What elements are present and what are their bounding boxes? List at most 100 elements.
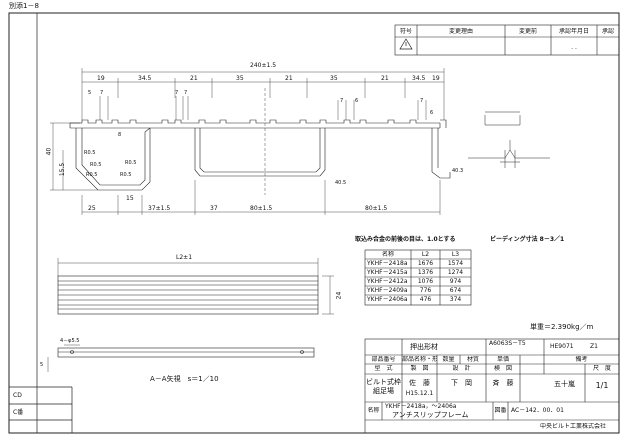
tb-designer: 下 岡 [451, 379, 472, 387]
top-dim-9: 19 [432, 75, 440, 82]
tb-name-title: アンチスリップフレーム [392, 411, 469, 419]
tb-scale-value: 1/1 [595, 382, 609, 390]
small-dim-8: 6 [355, 98, 359, 104]
bottom-dim-6: 80±1.5 [365, 205, 388, 212]
tb-model-value: ビルト式枠組足場 [366, 378, 401, 395]
radius-label-4: R0.5 [120, 172, 132, 178]
note-left: 取込み合金の前後の目は、1.0とする [355, 236, 456, 243]
size-row-5-name: YKHF－2406a [367, 296, 408, 303]
size-header-l3: L3 [451, 251, 460, 258]
left-dim-40: 40 [45, 147, 53, 156]
tb-checker: 斉 藤 [492, 379, 514, 387]
top-dim-2: 34.5 [138, 75, 152, 82]
tb-alloy: A6063S－T5 [489, 340, 526, 347]
small-dim-7: 6 [430, 110, 434, 116]
unit-weight: 単重＝2.390kg／m [530, 323, 594, 331]
top-dim-1: 19 [97, 75, 105, 82]
tb-material-type: 押出形材 [410, 343, 438, 351]
tb-material-label: 材質 [466, 356, 479, 363]
small-dim-11: 8 [118, 132, 122, 138]
bead-detail [468, 111, 550, 168]
tb-scale-label: 尺 度 [592, 365, 611, 372]
top-dim-3: 21 [190, 75, 198, 82]
rev-header-reason: 変更理由 [448, 28, 473, 35]
size-row-5-l3: 374 [449, 296, 462, 303]
size-row-1-l3: 1574 [447, 260, 464, 267]
aa-view [47, 344, 315, 372]
cd-label: CD [13, 392, 22, 399]
small-dim-6: 7 [420, 98, 424, 104]
aa-caption: A－A矢視 s＝1／10 [150, 375, 219, 383]
top-dim-4: 35 [236, 75, 244, 82]
tb-name-range: YKHF－2418a，～2406a [385, 403, 457, 410]
aa-edge-dim: 5 [40, 362, 44, 368]
tb-price-label: 単価 [496, 356, 509, 363]
tb-company: 中央ビルト工業株式会社 [540, 423, 607, 430]
size-row-3-name: YKHF－2412a [367, 278, 408, 285]
top-dim-6: 35 [330, 75, 338, 82]
tb-design-label: 設 計 [452, 365, 471, 372]
size-header-name: 名称 [381, 251, 394, 258]
c-number-label: C番 [13, 409, 24, 416]
rev-date-value: . . [571, 44, 577, 51]
small-dim-5: 7 [340, 98, 344, 104]
small-dim-3: 7 [175, 90, 179, 96]
bottom-dim-5: 80±1.5 [250, 205, 273, 212]
top-dim-8: 34.5 [412, 75, 426, 82]
tb-part-no-label: 部品番号 [371, 356, 396, 363]
rev-header-date: 承認年月日 [558, 28, 589, 35]
bottom-dim-1: 25 [88, 205, 96, 212]
radius-label-3: R0.5 [86, 172, 98, 178]
aa-hole-dim: 4－φ5.5 [60, 338, 80, 344]
profile-section [69, 119, 451, 191]
left-dim-15: 15.5 [59, 162, 67, 177]
radius-label-5: R0.5 [125, 160, 137, 166]
tb-approver: 五十嵐 [554, 380, 575, 388]
small-dim-10: 40.3 [452, 168, 464, 174]
size-row-3-l2: 1076 [417, 278, 434, 285]
height-dim: 24 [335, 291, 343, 300]
radius-label-2: R0.5 [90, 162, 102, 168]
size-row-4-l2: 776 [419, 287, 432, 294]
header-label: 別添1－8 [9, 2, 39, 10]
tb-check-label: 検 図 [493, 365, 512, 372]
tb-model-label: 型 式 [374, 365, 393, 372]
rev-header-approve: 承認 [601, 28, 614, 35]
tb-drawing-label: 図番 [494, 407, 507, 414]
small-dim-4: 7 [184, 90, 188, 96]
bottom-dim-2: 15 [126, 195, 134, 202]
size-header-l2: L2 [421, 251, 430, 258]
bottom-dim-4: 37 [210, 205, 218, 212]
radius-label-1: R0.5 [84, 150, 96, 156]
size-row-2-l3: 1274 [447, 269, 464, 276]
small-dim-1: 5 [88, 90, 92, 96]
warning-triangle-icon [399, 38, 413, 50]
tb-draftsman: 佐 藤 [409, 379, 430, 387]
tb-code-suffix: Z1 [590, 343, 598, 350]
size-row-4-l3: 674 [449, 287, 462, 294]
length-label: L2±1 [176, 254, 193, 261]
size-row-2-name: YKHF－2415a [367, 269, 408, 276]
tb-draft-label: 製 図 [410, 365, 429, 372]
tb-date: H15.12.1 [405, 390, 434, 397]
note-right: ビーディング寸法 8－3／1 [490, 236, 565, 243]
size-row-1-l2: 1676 [417, 260, 434, 267]
tb-code: HE9071 [550, 343, 574, 350]
size-row-4-name: YKHF－2409a [367, 287, 408, 294]
side-view [57, 258, 334, 315]
small-dim-2: 7 [100, 90, 104, 96]
rev-header-before: 変更前 [518, 28, 537, 35]
size-row-1-name: YKHF－2418a [367, 260, 408, 267]
rev-header-symbol: 符号 [399, 28, 412, 35]
small-dim-9: 40.5 [335, 180, 347, 186]
size-row-3-l3: 974 [449, 278, 462, 285]
bottom-dim-3: 37±1.5 [148, 205, 171, 212]
size-row-2-l2: 1376 [417, 269, 434, 276]
tb-part-name-label: 部品名称・形状 [402, 356, 437, 363]
tb-remarks-label: 備考 [575, 356, 588, 363]
top-dim-7: 21 [381, 75, 389, 82]
tb-qty-label: 数量 [442, 356, 455, 363]
size-row-5-l2: 476 [419, 296, 432, 303]
tb-name-label: 名称 [367, 407, 380, 414]
